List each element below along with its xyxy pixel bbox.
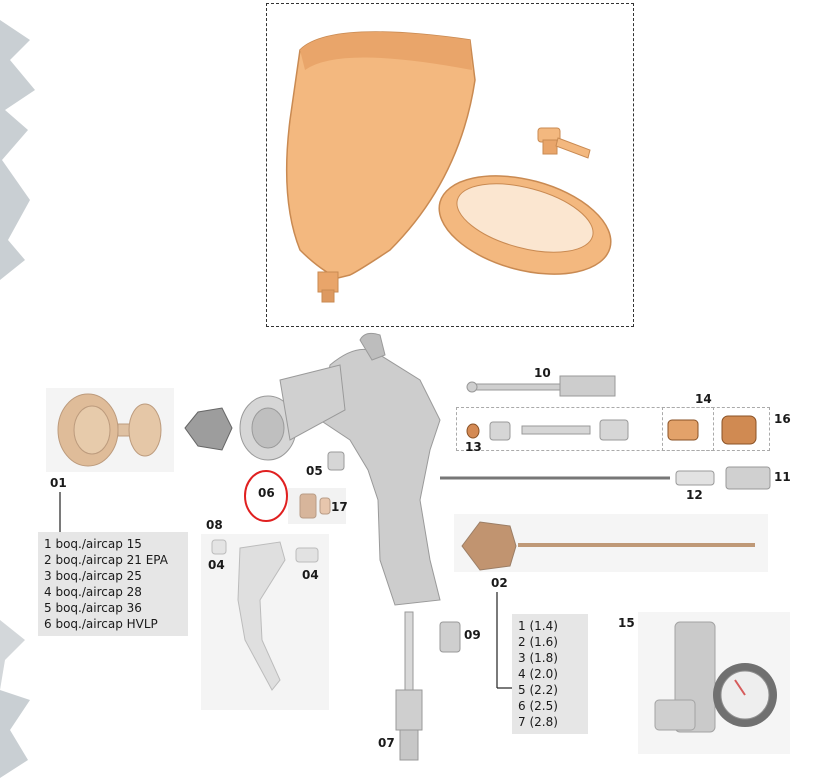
cup-assembly-box <box>266 3 634 327</box>
cup-lid-ring <box>438 175 612 275</box>
needle-assembly <box>440 466 771 490</box>
callout-16: 16 <box>774 412 791 426</box>
aircap-legend-item: 5 boq./aircap 36 <box>44 601 142 615</box>
leader-lines <box>59 492 512 689</box>
callout-06: 06 <box>258 486 275 500</box>
panel-fluid-nozzle <box>454 514 768 572</box>
cup-vent-cap <box>537 127 591 159</box>
callout-13: 13 <box>465 440 482 454</box>
panel-aircap-parts <box>46 388 174 472</box>
air-inlet-fitting <box>395 611 423 761</box>
nozzle-legend-item: 4 (2.0) <box>518 667 558 681</box>
air-cap <box>184 407 233 451</box>
nozzle-legend-item: 3 (1.8) <box>518 651 558 665</box>
callout-11: 11 <box>774 470 791 484</box>
callout-17: 17 <box>331 500 348 514</box>
needle-spring-row <box>466 415 757 445</box>
aircap-legend-item: 1 boq./aircap 15 <box>44 537 142 551</box>
callout-15: 15 <box>618 616 635 630</box>
callout-14: 14 <box>695 392 712 406</box>
panel-trigger <box>201 534 329 710</box>
callout-02: 02 <box>491 576 508 590</box>
gun-body <box>239 332 441 606</box>
aircap-legend: 1 boq./aircap 15 2 boq./aircap 21 EPA 3 … <box>38 532 188 636</box>
nozzle-legend-item: 2 (1.6) <box>518 635 558 649</box>
panel-packing <box>288 488 346 524</box>
aircap-legend-item: 4 boq./aircap 28 <box>44 585 142 599</box>
panel-spring-14 <box>662 407 714 451</box>
panel-needle-row <box>456 407 770 451</box>
fluid-nozzle-needle <box>461 521 755 571</box>
decorative-edge <box>0 0 40 778</box>
air-regulator <box>654 621 777 733</box>
nozzle-legend-item: 5 (2.2) <box>518 683 558 697</box>
trigger-assembly <box>211 539 319 691</box>
callout-10: 10 <box>534 366 551 380</box>
nozzle-legend: 1 (1.4) 2 (1.6) 3 (1.8) 4 (2.0) 5 (2.2) … <box>512 614 588 734</box>
callout-12: 12 <box>686 488 703 502</box>
nozzle-legend-item: 6 (2.5) <box>518 699 558 713</box>
callout-01: 01 <box>50 476 67 490</box>
decorative-edge-graphic <box>0 20 35 778</box>
gravity-cup <box>285 31 476 303</box>
part-09-shape <box>439 621 461 653</box>
part-05-shape <box>327 451 345 471</box>
callout-05: 05 <box>306 464 323 478</box>
callout-04-right: 04 <box>302 568 319 582</box>
nozzle-legend-item: 7 (2.8) <box>518 715 558 729</box>
aircap-legend-item: 6 boq./aircap HVLP <box>44 617 158 631</box>
aircap-ring-parts <box>57 393 162 467</box>
callout-09: 09 <box>464 628 481 642</box>
fluid-adjust-assembly <box>466 375 616 397</box>
callout-04-left: 04 <box>208 558 225 572</box>
callout-07: 07 <box>378 736 395 750</box>
panel-regulator <box>638 612 790 754</box>
callout-08: 08 <box>206 518 223 532</box>
highlight-circle <box>244 470 288 522</box>
aircap-legend-item: 2 boq./aircap 21 EPA <box>44 553 168 567</box>
aircap-legend-item: 3 boq./aircap 25 <box>44 569 142 583</box>
nozzle-legend-item: 1 (1.4) <box>518 619 558 633</box>
